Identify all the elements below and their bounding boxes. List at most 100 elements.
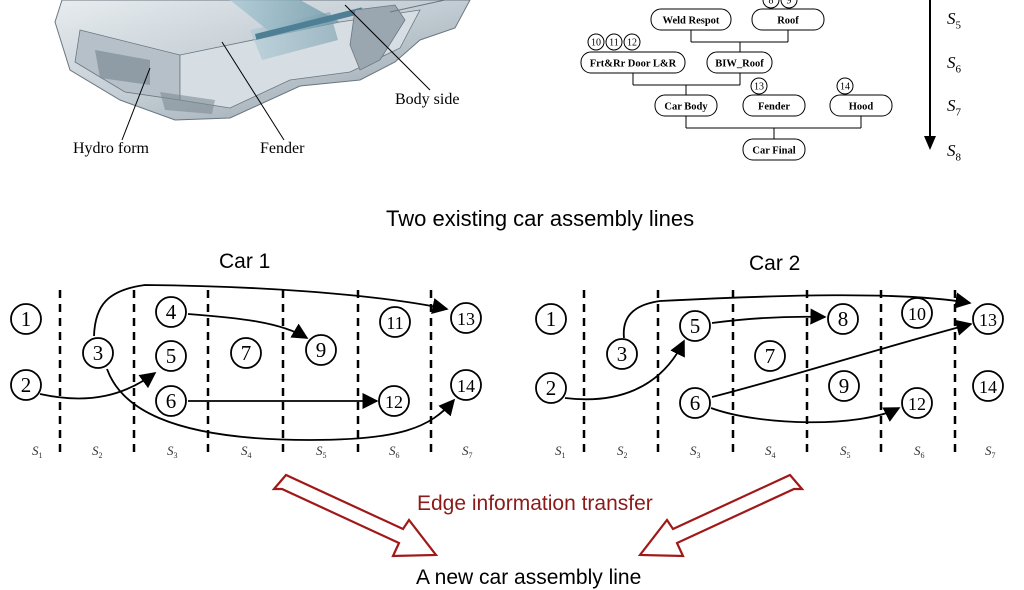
car2-edge-2-5 [564, 339, 685, 401]
tree-node-door: Frt&Rr Door L&R [590, 59, 677, 70]
tree-node-car_body: Car Body [664, 102, 708, 113]
tree-badge-8-circle [762, 0, 780, 9]
car2-node-8-circle [827, 303, 859, 335]
tree-node-fender: Fender [758, 102, 790, 113]
car1-node-13: 13 [457, 309, 475, 329]
car2-node-12-circle [901, 387, 933, 419]
tree-badge-9-circle [780, 0, 798, 9]
car2-node-13-circle [972, 303, 1004, 335]
car1-node-1-circle [10, 303, 42, 335]
car2-stage-label-6: S6 [914, 443, 925, 460]
label-fender: Fender [260, 140, 305, 157]
section-title: Two existing car assembly lines [386, 206, 695, 231]
transfer-arrow-left [271, 473, 439, 558]
car2-node-13: 13 [979, 310, 997, 330]
label-body-side: Body side [395, 91, 460, 108]
car1-node-11-circle [379, 306, 411, 338]
tree-node-box-roof [751, 8, 825, 31]
car1-stage-label-5: S5 [316, 443, 327, 460]
car1-node-4: 4 [166, 300, 177, 324]
car2-node-12: 12 [908, 394, 926, 414]
tree-node-box-fender [742, 94, 806, 117]
car1-stage-label-1: S1 [32, 443, 43, 460]
car2-node-7-circle [754, 340, 786, 372]
tree-badge-14: 14 [840, 82, 850, 93]
car2-node-7: 7 [765, 344, 776, 368]
car1-node-3: 3 [93, 341, 104, 365]
car1-node-14-circle [450, 369, 482, 401]
tree-badge-12: 12 [627, 38, 637, 49]
car1-title: Car 1 [219, 250, 271, 273]
car2-node-5-circle [679, 310, 711, 342]
car1-node-9-circle [305, 334, 337, 366]
car1-node-4-circle [155, 296, 187, 328]
car2-stage-label-3: S3 [690, 443, 701, 460]
car2-node-6-circle [679, 387, 711, 419]
car1-stage-label-2: S2 [92, 443, 103, 460]
car2-edge-5-8 [711, 308, 827, 325]
tree-badge-13-circle [750, 77, 768, 95]
stage-axis-arrowhead [924, 136, 936, 150]
car1-node-2-circle [10, 369, 42, 401]
car1-node-9: 9 [316, 338, 327, 362]
car2-node-3: 3 [617, 342, 628, 366]
car2-node-5: 5 [690, 314, 701, 338]
car1-node-6: 6 [166, 389, 177, 413]
car-body-illustration [54, 0, 471, 121]
car1-node-5: 5 [166, 344, 177, 368]
car2-node-14-circle [972, 370, 1004, 402]
car2-edge-6-13 [711, 319, 973, 398]
car1-edge-2-5 [39, 372, 157, 400]
transfer-arrow-right [637, 473, 805, 558]
axis-stage-5: S5 [947, 9, 961, 32]
car1-node-2: 2 [21, 373, 32, 397]
transfer-label: Edge information transfer [417, 492, 653, 515]
tree-node-roof: Roof [777, 16, 799, 27]
car2-node-6: 6 [690, 391, 701, 415]
car1-edge-3-14 [106, 368, 456, 441]
car2-edge-3-13 [622, 292, 972, 339]
car2-node-1-circle [535, 303, 567, 335]
car2-node-9: 9 [839, 374, 850, 398]
car1-node-14: 14 [457, 376, 475, 396]
tree-node-weld_respot: Weld Respot [663, 16, 720, 27]
tree-node-box-car_final [742, 138, 806, 161]
label-hydro-form: Hydro form [73, 140, 149, 157]
car1-node-12-circle [378, 385, 410, 417]
car2-title: Car 2 [749, 252, 801, 275]
car1-stage-label-4: S4 [241, 443, 252, 460]
tree-node-box-hood [829, 94, 893, 117]
car2-edge-6-12 [710, 407, 901, 424]
car2-node-2: 2 [546, 376, 557, 400]
car1-node-7: 7 [241, 341, 252, 365]
car1-node-1: 1 [21, 307, 32, 331]
tree-badge-14-circle [836, 77, 854, 95]
car2-stage-label-4: S4 [765, 443, 776, 460]
tree-badge-11: 11 [609, 38, 619, 49]
axis-stage-7: S7 [947, 96, 961, 119]
car2-node-9-circle [828, 370, 860, 402]
car1-node-7-circle [230, 337, 262, 369]
axis-stage-8: S8 [947, 141, 961, 164]
tree-badge-10-circle [587, 33, 605, 51]
car2-stage-label-5: S5 [840, 443, 851, 460]
tree-node-box-car_body [654, 94, 718, 117]
car2-node-3-circle [606, 338, 638, 370]
tree-badge-10: 10 [591, 38, 601, 49]
car2-node-2-circle [535, 372, 567, 404]
tree-node-car_final: Car Final [752, 146, 795, 157]
tree-node-biw_roof: BIW_Roof [715, 59, 764, 70]
car1-node-11: 11 [386, 313, 403, 333]
tree-connector-1 [690, 30, 789, 52]
car1-stage-label-6: S6 [389, 443, 400, 460]
car1-edge-3-13 [93, 284, 449, 337]
car2-stage-label-1: S1 [555, 443, 566, 460]
car2-stage-label-7: S7 [985, 443, 996, 460]
axis-stage-6: S6 [947, 53, 961, 76]
car2-node-10: 10 [908, 304, 926, 324]
car1-stage-label-7: S7 [462, 443, 473, 460]
tree-connector-3 [685, 116, 862, 139]
tree-badge-12-circle [623, 33, 641, 51]
tree-badge-8: 8 [769, 0, 774, 7]
